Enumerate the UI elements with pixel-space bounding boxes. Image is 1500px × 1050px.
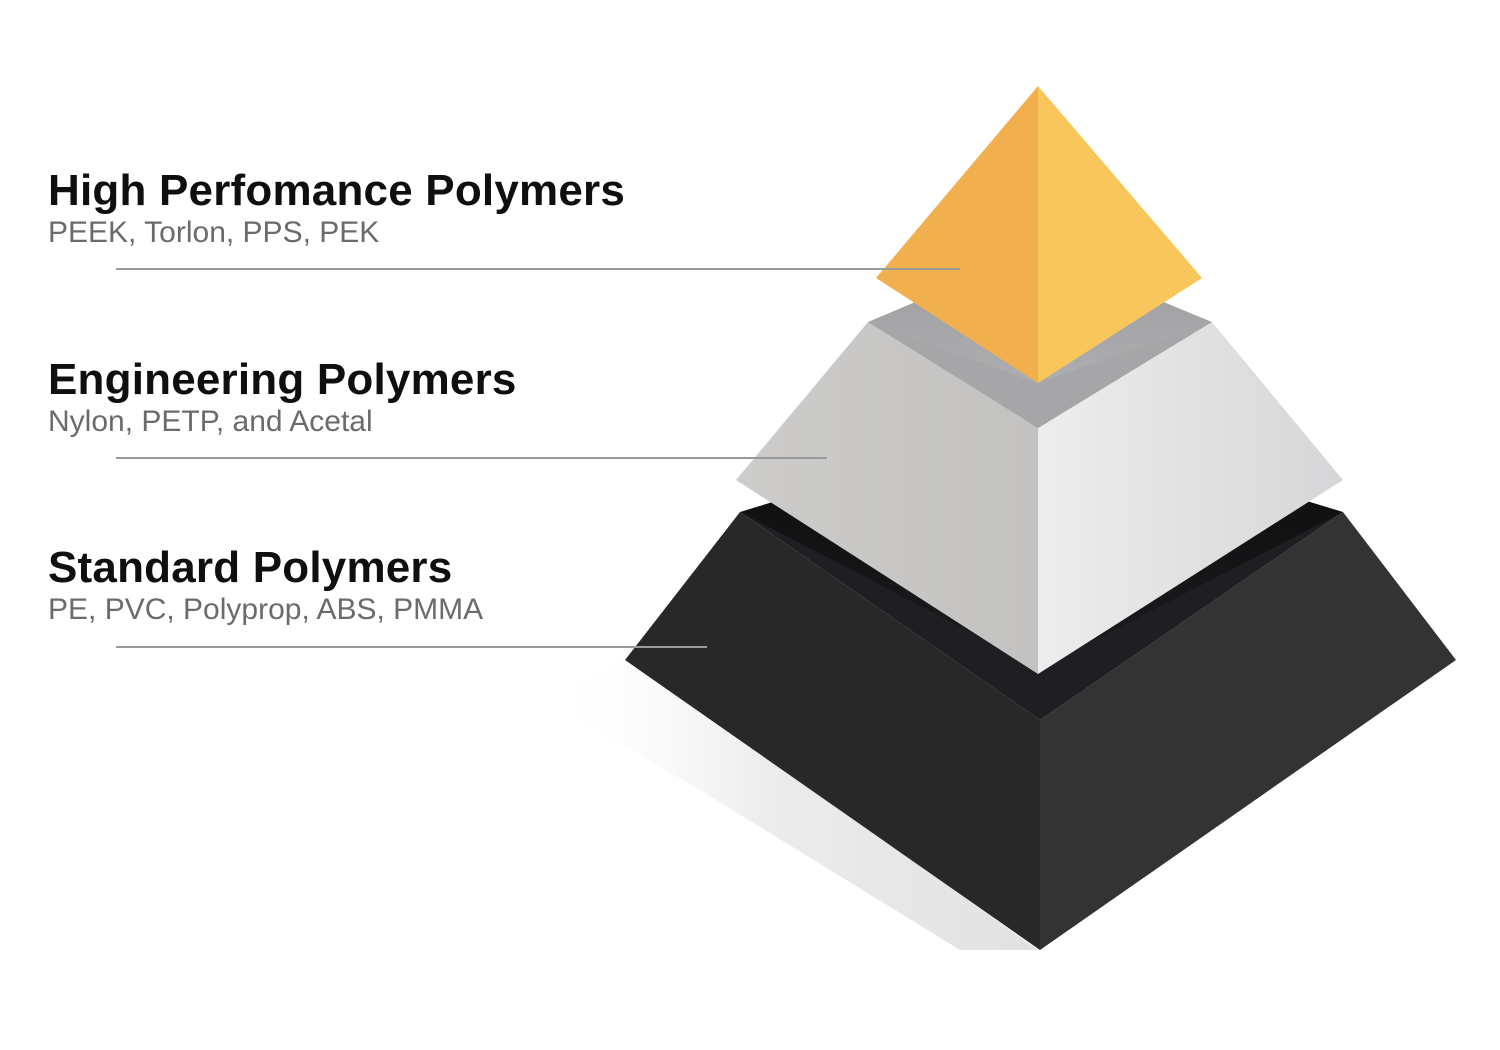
tier-title: Standard Polymers xyxy=(48,543,453,592)
top-tier xyxy=(876,86,1202,383)
tier-items: PE, PVC, Polyprop, ABS, PMMA xyxy=(48,593,484,626)
base-tier-top-ledge xyxy=(740,512,1343,720)
tier-label-standard: Standard Polymers PE, PVC, Polyprop, ABS… xyxy=(48,543,483,627)
middle-tier-right-face xyxy=(1038,322,1343,674)
tier-title: High Perfomance Polymers xyxy=(48,166,625,215)
middle-tier-top-ledge xyxy=(868,322,1212,428)
tier-label-high-performance: High Perfomance Polymers PEEK, Torlon, P… xyxy=(48,166,625,250)
middle-tier-left-face xyxy=(736,322,1038,674)
base-tier-right-face xyxy=(1040,512,1456,950)
top-tier-left-face xyxy=(876,86,1038,383)
base-tier-left-face xyxy=(625,512,1040,950)
tier-title: Engineering Polymers xyxy=(48,355,517,404)
tier-label-engineering: Engineering Polymers Nylon, PETP, and Ac… xyxy=(48,355,517,439)
top-tier-right-face xyxy=(1038,86,1202,383)
tier-items: Nylon, PETP, and Acetal xyxy=(48,405,373,438)
pyramid-ground-shadow xyxy=(545,658,1038,950)
tier-items: PEEK, Torlon, PPS, PEK xyxy=(48,216,380,249)
